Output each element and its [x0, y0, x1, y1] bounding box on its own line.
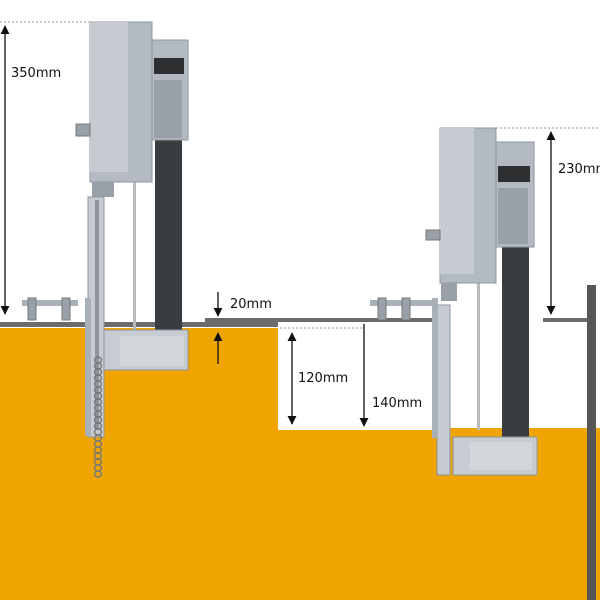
right-bolt-1 — [377, 297, 387, 321]
dim-right-height: 230mm — [558, 162, 600, 177]
right-shaft-body — [498, 188, 528, 244]
left-bolt-1 — [27, 297, 37, 321]
right-knob — [425, 229, 441, 241]
left-housing-neck — [92, 182, 114, 197]
right-bracket-post — [432, 298, 438, 438]
chain-link — [93, 470, 103, 478]
left-plinth-face — [120, 336, 184, 366]
right-plinth-face — [470, 442, 532, 470]
left-unit — [22, 21, 189, 478]
right-shaft — [502, 245, 529, 440]
left-shaft — [155, 140, 182, 335]
left-guide-cable — [133, 100, 136, 330]
left-bracket-post — [85, 298, 91, 436]
wall — [587, 285, 596, 600]
left-shaft-body — [154, 80, 182, 138]
left-knob — [75, 123, 91, 137]
dim-left-height: 350mm — [11, 66, 61, 81]
right-housing-neck — [441, 283, 457, 301]
right-housing-top — [440, 128, 474, 274]
right-arm — [436, 304, 451, 476]
left-arm-inner — [95, 200, 99, 430]
right-bracket — [370, 300, 432, 306]
floor-section — [0, 328, 600, 600]
dim-depth-mid: 120mm — [298, 371, 348, 386]
middle-surface-rail — [205, 318, 440, 322]
right-guide-cable — [477, 190, 480, 430]
right-bolt-2 — [401, 297, 411, 321]
left-housing-top — [90, 22, 128, 172]
left-bolt-2 — [61, 297, 71, 321]
dim-depth-full: 140mm — [372, 396, 422, 411]
left-surface-rail — [0, 322, 278, 327]
right-surface-rail — [543, 318, 593, 322]
left-bracket — [22, 300, 78, 306]
dim-gap: 20mm — [230, 297, 272, 312]
left-chain — [93, 356, 103, 478]
left-shaft-roller — [154, 58, 184, 74]
right-unit — [370, 127, 538, 476]
right-shaft-roller — [498, 166, 530, 182]
